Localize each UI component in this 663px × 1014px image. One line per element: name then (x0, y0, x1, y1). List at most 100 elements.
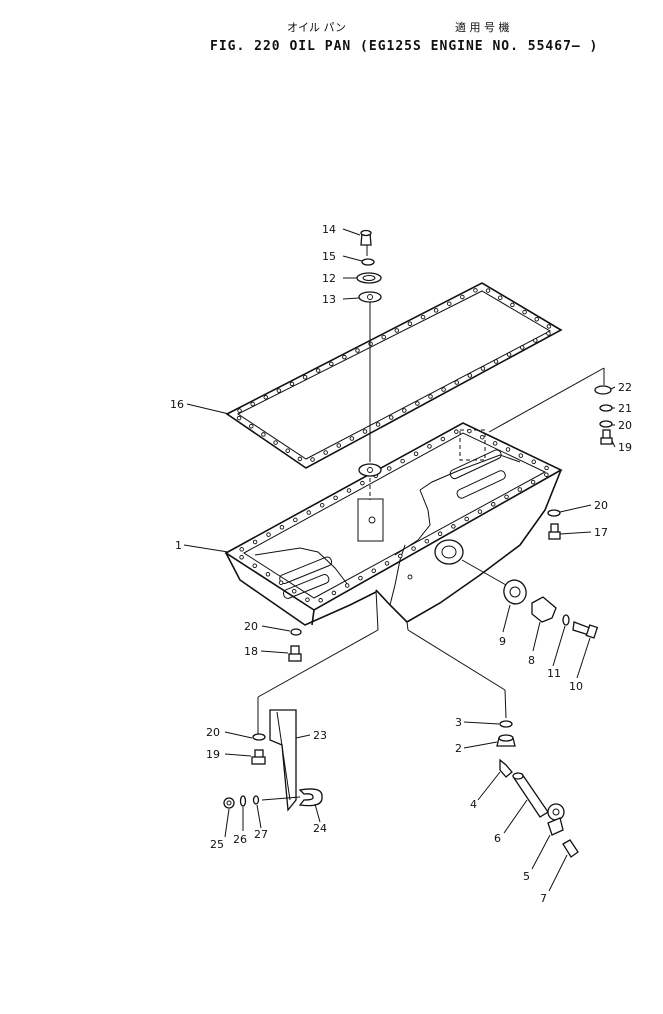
bolt-hole (293, 517, 298, 523)
callout-5: 5 (523, 870, 530, 883)
bolt-hole (477, 509, 483, 514)
bolt-hole (420, 314, 426, 320)
bolt-hole (344, 583, 350, 588)
callout-24: 24 (313, 822, 327, 835)
bolt-hole (285, 448, 291, 454)
bolt-hole (480, 434, 485, 440)
callout-4: 4 (470, 798, 477, 811)
callout-22: 22 (618, 381, 632, 394)
callout-14: 14 (322, 223, 336, 236)
bolt-hole (498, 295, 503, 301)
bolt-hole (411, 546, 416, 551)
oil-pan (224, 422, 563, 626)
callout-25: 25 (210, 838, 224, 851)
bolt-hole (297, 456, 303, 462)
bolt-hole (315, 368, 321, 373)
drain-pipe-assembly (496, 720, 579, 858)
bolt-hole (236, 415, 242, 421)
bolt-hole (375, 422, 381, 427)
gasket (225, 282, 563, 469)
bolt-hole (263, 395, 269, 400)
bolt-hole (464, 516, 469, 522)
bolt-hole (250, 401, 255, 407)
callout-7: 7 (540, 892, 547, 905)
bolt-hole (506, 352, 512, 357)
bolt-hole (517, 487, 523, 492)
bolt-hole (534, 317, 540, 322)
bolt-hole (276, 388, 282, 393)
bolt-hole (485, 288, 491, 293)
bolt-hole (522, 309, 527, 315)
bolt-hole (329, 361, 334, 367)
bolt-hole (333, 495, 338, 501)
bolt-hole (310, 457, 315, 462)
bolt-hole (546, 324, 552, 329)
bolt-hole (518, 453, 524, 458)
callout-21: 21 (618, 402, 632, 415)
bolt-hole (302, 374, 308, 380)
callout-11: 11 (547, 667, 561, 680)
callout-15: 15 (322, 250, 336, 263)
bolt-hole (424, 538, 430, 544)
bolt-hole (454, 429, 459, 434)
figure-title: FIG. 220 OIL PAN (EG125S ENGINE NO. 5546… (210, 39, 598, 54)
callout-leaders (183, 228, 616, 892)
callout-10: 10 (569, 680, 583, 693)
subtitle-japanese-applicable-units: 適 用 号 機 (455, 20, 510, 34)
bolt-hole (446, 301, 452, 306)
callout-12: 12 (322, 272, 336, 285)
outlet-cover-assembly (461, 559, 599, 639)
bolt-hole (544, 472, 549, 477)
bolt-hole (306, 510, 312, 515)
pan-leader-lines (257, 589, 507, 735)
drain-plug-assembly-top (356, 229, 382, 500)
bolt-hole (460, 294, 465, 300)
bolt-hole (386, 466, 392, 471)
callout-27: 27 (254, 828, 268, 841)
bolt-hole (349, 436, 355, 441)
bolt-hole (368, 341, 373, 347)
callout-3: 3 (455, 716, 462, 729)
bolt-hole (454, 380, 459, 385)
bolt-hole (331, 590, 337, 596)
callout-1: 1 (175, 539, 182, 552)
bolt-hole (440, 436, 446, 442)
bolt-hole (467, 373, 473, 378)
callout-2: 2 (455, 742, 462, 755)
bolt-hole (261, 432, 266, 437)
bolt-hole (318, 598, 323, 603)
bolt-hole (433, 308, 439, 313)
bolt-hole (546, 331, 551, 336)
bolt-hole (278, 580, 284, 586)
bolt-hole (505, 447, 511, 452)
bolt-hole (388, 415, 394, 420)
callout-20-right-mid: 20 (594, 499, 608, 512)
bolt-hole (519, 345, 525, 350)
callout-16: 16 (170, 398, 184, 411)
bolt-hole (381, 334, 386, 340)
bolt-hole (252, 539, 258, 545)
bolt-hole (467, 428, 472, 434)
bolt-hole (493, 359, 499, 364)
bolt-hole (384, 561, 390, 566)
bolt-hole (362, 429, 368, 434)
bolt-hole (427, 444, 432, 449)
bolt-hole (248, 424, 254, 429)
breather-bolt-set (488, 367, 613, 540)
bolt-hole (451, 524, 456, 529)
callout-20-left: 20 (244, 620, 258, 633)
bolt-hole (544, 465, 549, 471)
bolt-hole (413, 451, 419, 456)
bolt-hole (400, 458, 405, 464)
bolt-hole (428, 394, 433, 399)
subtitle-japanese-part-name: オイル パン (287, 21, 346, 34)
bolt-hole (492, 441, 498, 446)
callout-19-bracket: 19 (206, 748, 220, 761)
bolt-hole (355, 348, 360, 353)
callout-17: 17 (594, 526, 608, 539)
callout-9: 9 (499, 635, 506, 648)
bolt-hole (358, 575, 363, 581)
callout-20-right-top: 20 (618, 419, 632, 432)
bolt-hole (346, 488, 352, 493)
